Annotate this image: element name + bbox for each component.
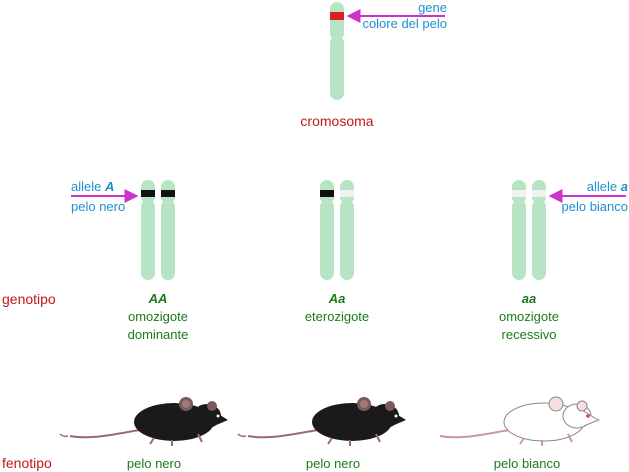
allele-dominant-symbol: A bbox=[104, 179, 114, 194]
black-mouse bbox=[237, 397, 406, 446]
genotype-symbol-aa: aa bbox=[522, 291, 536, 306]
chromosome-upper-arm bbox=[330, 2, 344, 40]
genotype-row-label: genotipo bbox=[2, 291, 56, 307]
gene-desc: colore del pelo bbox=[362, 16, 447, 31]
allele-band-recessive bbox=[512, 190, 526, 197]
phenotype-label-aa: pelo bianco bbox=[494, 456, 561, 471]
genotype-desc-line1: eterozigote bbox=[305, 309, 369, 324]
allele-band-dominant bbox=[320, 190, 334, 197]
allele-band-dominant bbox=[161, 190, 175, 197]
reference-chromosome bbox=[330, 2, 344, 100]
genotype-desc-line2: dominante bbox=[128, 327, 189, 342]
allele-recessive-label: allele a bbox=[587, 179, 628, 194]
genotype-desc-line1: omozigote bbox=[499, 309, 559, 324]
genotype-symbol-Aa: Aa bbox=[328, 291, 346, 306]
phenotype-label-AA: pelo nero bbox=[127, 456, 181, 471]
white-mouse bbox=[439, 396, 600, 446]
allele-recessive-symbol: a bbox=[621, 179, 628, 194]
allele-recessive-desc: pelo bianco bbox=[562, 199, 629, 214]
black-mouse bbox=[59, 397, 228, 446]
genotype-desc-line2: recessivo bbox=[502, 327, 557, 342]
gene-label: gene bbox=[418, 0, 447, 15]
allele-band-recessive bbox=[532, 190, 546, 197]
allele-band-dominant bbox=[141, 190, 155, 197]
allele-band-recessive bbox=[340, 190, 354, 197]
chromosome-pair-AA bbox=[141, 180, 175, 280]
chromosome-pair-aa bbox=[512, 180, 546, 280]
phenotype-row-label: fenotipo bbox=[2, 455, 52, 471]
chromosome-pair-Aa bbox=[320, 180, 354, 280]
allele-dominant-desc: pelo nero bbox=[71, 199, 125, 214]
phenotype-label-Aa: pelo nero bbox=[306, 456, 360, 471]
genotype-desc-line1: omozigote bbox=[128, 309, 188, 324]
gene-band bbox=[330, 12, 344, 20]
chromosome-lower-arm bbox=[330, 36, 344, 100]
chromosome-label: cromosoma bbox=[300, 113, 373, 129]
allele-dominant-label: allele A bbox=[71, 179, 114, 194]
genotype-symbol-AA: AA bbox=[148, 291, 168, 306]
